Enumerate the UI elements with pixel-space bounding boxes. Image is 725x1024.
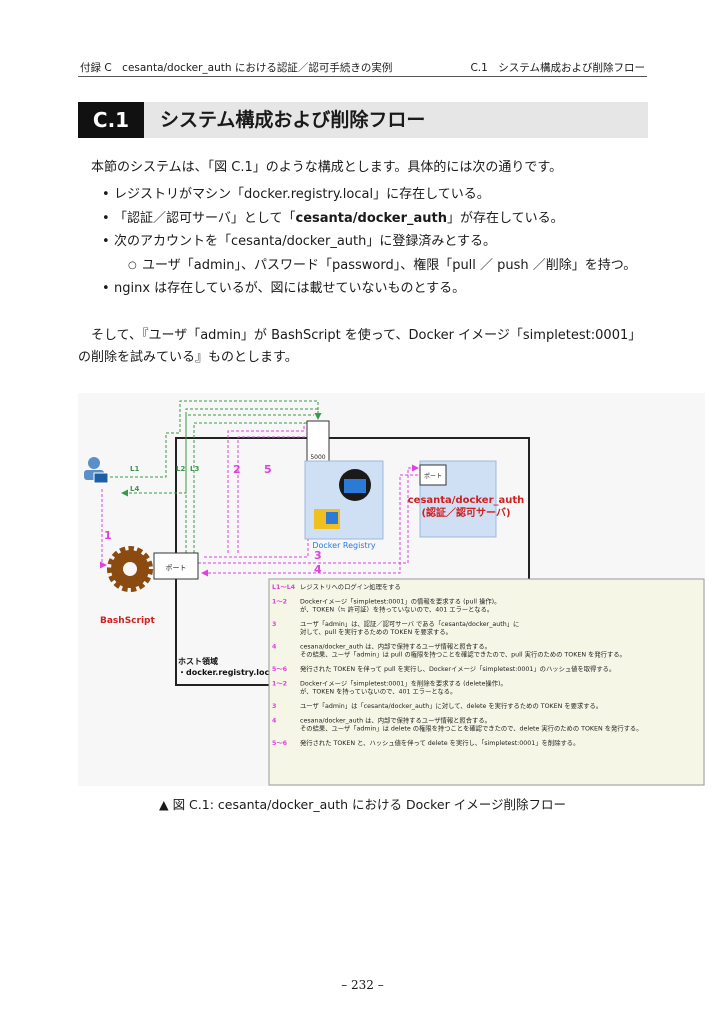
scenario-paragraph: そして、『ユーザ「admin」が BashScript を使って、Docker … (78, 328, 642, 365)
system-diagram: L1 L4 L2 L3 1 2 5 6 3 4 5000 Docker Regi… (84, 400, 705, 786)
port-5000-label: 5000 (310, 454, 325, 461)
auth-server-role: (認証／認可サーバ) (421, 506, 510, 519)
note-text-6-0: ユーザ「admin」は「cesanta/docker_auth」に対して、del… (300, 701, 602, 710)
flow-l1-arrow (110, 400, 322, 478)
note-step-6: 3 (272, 703, 276, 710)
note-text-7-0: cesana/docker_auth は、内部で保持するユーザ情報と照合する。 (300, 716, 491, 725)
label-l2: L2 (176, 465, 185, 473)
bashscript-label: BashScript (100, 616, 155, 626)
figure-c1: L1 L4 L2 L3 1 2 5 6 3 4 5000 Docker Regi… (78, 393, 705, 786)
user-icon (88, 457, 100, 469)
flow-3-arrow (198, 464, 419, 564)
auth-port-box (419, 464, 447, 486)
label-step-4: 4 (314, 563, 322, 576)
note-text-5-0: Dockerイメージ「simpletest:0001」を削除を要求する (del… (300, 679, 507, 688)
bullet-nginx: nginx は存在しているが、図には載せていないものとする。 (100, 277, 650, 301)
auth-server-box (419, 460, 497, 538)
note-step-1: 1〜2 (272, 599, 287, 606)
figure-caption: ▲ 図 C.1: cesanta/docker_auth における Docker… (158, 797, 566, 812)
label-step-2: 2 (233, 463, 241, 476)
label-step-5: 5 (264, 463, 272, 476)
flow-response-arrow (202, 493, 309, 558)
note-step-4: 5〜6 (272, 666, 288, 673)
label-l1: L1 (130, 465, 139, 473)
section-title: システム構成および削除フロー (160, 109, 426, 131)
bullet-list: レジストリがマシン「docker.registry.local」に存在している。… (100, 183, 650, 301)
flow-2-arrow (227, 423, 305, 553)
note-step-0: L1〜L4 (272, 584, 296, 591)
note-text-0-0: レジストリへのログイン処理をする (300, 582, 401, 591)
note-text-4-0: 発行された TOKEN を伴って pull を実行し、Dockerイメージ「si… (300, 664, 615, 673)
note-text-3-0: cesana/docker_auth は、内部で保持するユーザ情報と照合する。 (300, 642, 491, 651)
page-number: – 232 – (341, 978, 384, 992)
bullet-auth-server: 「認証／認可サーバ」として「cesanta/docker_auth」が存在してい… (100, 207, 650, 231)
pc-icon (93, 472, 109, 484)
intro-paragraph: 本節のシステムは、「図 C.1」のような構成とします。具体的には次の通りです。 (91, 160, 563, 175)
flow-l4-arrow (121, 408, 319, 497)
label-step-3: 3 (314, 549, 322, 562)
bullet-registry: レジストリがマシン「docker.registry.local」に存在している。 (100, 183, 650, 207)
label-step-1: 1 (104, 529, 112, 542)
flow-1-arrow (100, 489, 107, 569)
auth-server-name: cesanta/docker_auth (408, 495, 525, 506)
section-heading: C.1 システム構成および削除フロー (78, 102, 648, 138)
note-step-2: 3 (272, 621, 276, 628)
note-text-2-0: ユーザ「admin」は、認証／認可サーバ である「cesanta/docker_… (300, 619, 519, 628)
flow-l2-arrow (185, 414, 314, 553)
flow-4-arrow (201, 474, 418, 577)
flow-5-arrow (237, 436, 311, 553)
section-number: C.1 (78, 102, 144, 138)
running-header: 付録 C cesanta/docker_auth における認証／認可手続きの実例… (78, 58, 647, 77)
note-step-5: 1〜2 (272, 681, 287, 688)
host-area-name: ・docker.registry.local (178, 668, 278, 677)
label-l4: L4 (130, 485, 139, 493)
note-text-8-0: 発行された TOKEN と、ハッシュ値を伴って delete を実行し、「sim… (300, 738, 579, 747)
bullet-account: 次のアカウントを「cesanta/docker_auth」に登録済みとする。 (100, 230, 650, 254)
note-text-1-1: が、TOKEN（≒ 許可証）を持っていないので、401 エラーとなる。 (300, 605, 493, 614)
note-step-8: 5〜6 (272, 740, 288, 747)
bash-port-label: ポート (166, 564, 187, 572)
auth-port-label: ポート (424, 472, 442, 480)
bullet-account-detail: ユーザ「admin」、パスワード「password」、権限「pull ／ pus… (100, 254, 650, 278)
bash-port-box (153, 552, 199, 580)
note-text-5-1: が、TOKEN を持っていないので、401 エラーとなる。 (300, 687, 456, 696)
note-text-3-1: その結果、ユーザ「admin」は pull の権限を持つことを確認できたので、p… (300, 650, 626, 659)
host-area-title: ホスト領域 (178, 656, 218, 666)
note-text-2-1: 対して、pull を実行するための TOKEN を要求する。 (300, 627, 452, 636)
note-text-7-1: その結果、ユーザ「admin」は delete の権限を持つことを確認できたので… (300, 724, 643, 733)
flow-notes-panel (268, 578, 705, 786)
running-header-section: C.1 システム構成および削除フロー (470, 62, 645, 74)
note-step-3: 4 (272, 644, 277, 651)
registry-label: Docker Registry (312, 541, 376, 550)
flow-l3-arrow (193, 421, 309, 553)
note-step-7: 4 (272, 718, 277, 725)
running-header-chapter: 付録 C cesanta/docker_auth における認証／認可手続きの実例 (80, 62, 393, 74)
note-text-1-0: Dockerイメージ「simpletest:0001」の情報を要求する (pul… (300, 597, 500, 606)
label-l3: L3 (190, 465, 199, 473)
